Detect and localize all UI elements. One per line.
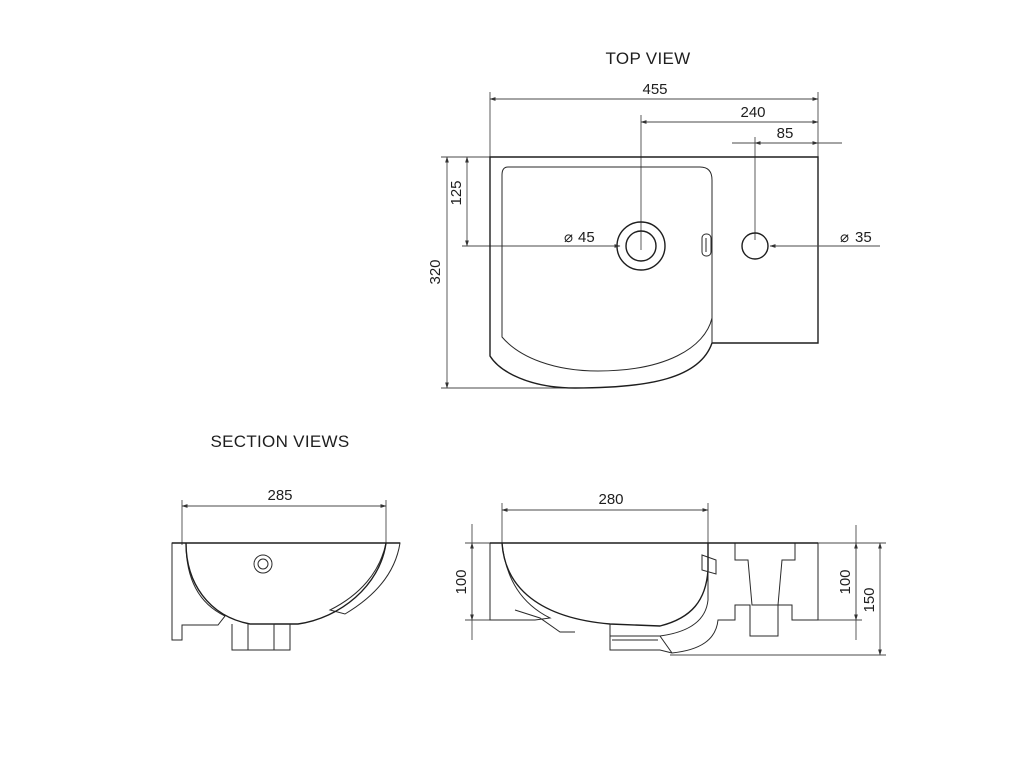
dim-45-label: 45 xyxy=(578,229,595,246)
diameter-symbol-35: ⌀ xyxy=(840,229,849,246)
dim-35-label: 35 xyxy=(855,229,872,246)
dim-right-hole-offset: 85 xyxy=(732,125,842,240)
section-views-title: SECTION VIEWS xyxy=(211,432,350,451)
dim-240-label: 240 xyxy=(740,104,765,121)
dim-100-right-label: 100 xyxy=(837,569,854,594)
dim-right-height-left: 100 xyxy=(453,524,490,640)
dim-320-label: 320 xyxy=(427,259,444,284)
dim-150-label: 150 xyxy=(861,587,878,612)
top-view-title: TOP VIEW xyxy=(606,49,691,68)
callout-right-diameter: ⌀ 35 xyxy=(769,229,880,248)
dim-100-left-label: 100 xyxy=(453,569,470,594)
callout-tap-diameter: ⌀ 45 xyxy=(540,229,621,248)
diameter-symbol-45: ⌀ xyxy=(564,229,573,246)
right-section-view xyxy=(489,542,819,654)
dim-285-label: 285 xyxy=(267,487,292,504)
left-section-view xyxy=(171,542,401,651)
dim-overall-width: 455 xyxy=(489,81,819,158)
dim-right-height-right: 100 xyxy=(818,525,862,640)
dim-left-width: 285 xyxy=(181,487,387,545)
dim-455-label: 455 xyxy=(642,81,667,98)
dim-280-label: 280 xyxy=(598,491,623,508)
dim-right-width: 280 xyxy=(501,491,709,545)
dim-125-label: 125 xyxy=(448,180,465,205)
dim-tap-offset: 240 xyxy=(640,104,819,250)
basin-top-outline xyxy=(489,156,819,389)
dim-85-label: 85 xyxy=(777,125,794,142)
overflow-slot xyxy=(701,233,712,257)
dim-total-height: 150 xyxy=(670,542,886,656)
right-hole xyxy=(741,232,769,260)
